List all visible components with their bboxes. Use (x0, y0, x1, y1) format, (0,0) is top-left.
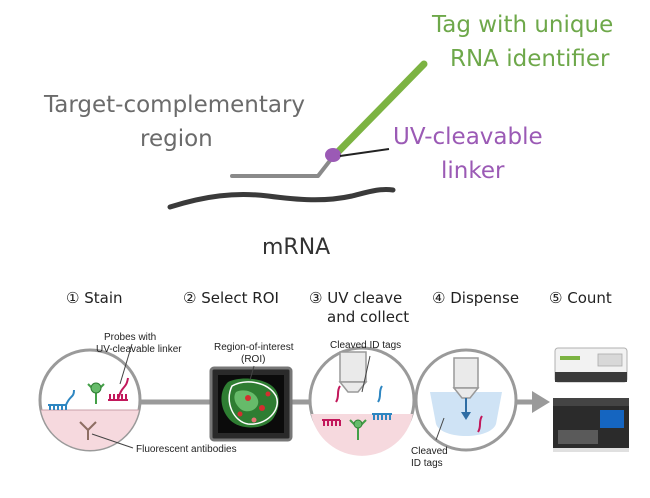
tag-label-line2: RNA identifier (450, 46, 610, 72)
tag-label-line1: Tag with unique (432, 12, 614, 38)
uv-cleave-illustration (308, 346, 416, 456)
step-stain: ① Stain (66, 289, 123, 307)
antibody-icon (87, 382, 105, 404)
antibodies-annotation: Fluorescent antibodies (136, 444, 237, 455)
uv-linker-node (325, 148, 341, 162)
cleaved-tags-annotation: Cleaved ID tags (330, 340, 402, 351)
instrument-bottom (553, 398, 629, 452)
step-select-roi: ② Select ROI (183, 289, 279, 307)
step-dispense: ④ Dispense (432, 289, 520, 307)
step-label: Stain (84, 289, 123, 307)
roi-outline (228, 381, 279, 425)
step-number: ② (183, 289, 197, 307)
cleaved-tag-blue (377, 385, 383, 403)
dispensed-tag (477, 415, 483, 433)
tag-stem (331, 60, 428, 159)
target-label-line1: Target-complementary (44, 92, 306, 118)
cleaved-tags-2-line2: ID tags (411, 458, 443, 469)
antibody-icon-3 (349, 419, 367, 440)
step-label: UV cleave (327, 289, 403, 307)
step-number: ③ (309, 289, 323, 307)
workflow-graphics (38, 343, 629, 456)
mrna-strand (167, 187, 396, 210)
cleaved-pointer-2 (435, 417, 445, 441)
probes-annotation-line2: UV-cleavable linker (96, 344, 182, 355)
cleaved-pointer (361, 355, 371, 393)
target-label-line2: region (140, 126, 213, 152)
roi-annotation-line2: (ROI) (241, 354, 266, 365)
step-uv-cleave-line2: and collect (327, 308, 410, 326)
probe-diagram (167, 60, 428, 210)
linker-label-line2: linker (441, 158, 505, 184)
step-number: ④ (432, 289, 446, 307)
linker-pointer (339, 148, 390, 157)
antibody-pointer (91, 433, 134, 449)
roi-illustration (209, 365, 293, 442)
cleaved-tag-pink (335, 385, 341, 403)
target-complementary-strand (230, 156, 334, 178)
step-uv-cleave: ③ UV cleave (309, 289, 403, 307)
count-instruments (553, 347, 629, 452)
roi-annotation-line1: Region-of-interest (214, 342, 294, 353)
cleaved-tags-2-line1: Cleaved (411, 446, 448, 457)
probes-annotation-line1: Probes with (104, 332, 157, 343)
dispense-tip (453, 357, 479, 389)
instrument-top (554, 347, 628, 383)
pink-probe (108, 377, 129, 401)
step-label: Count (567, 289, 612, 307)
step-label: Dispense (450, 289, 520, 307)
mrna-label: mRNA (262, 235, 331, 260)
tissue-region (41, 410, 139, 451)
step-number: ① (66, 289, 80, 307)
dispense-illustration (414, 348, 518, 452)
step-label: Select ROI (201, 289, 279, 307)
stain-illustration (38, 343, 142, 452)
step-count: ⑤ Count (549, 289, 612, 307)
step-number: ⑤ (549, 289, 563, 307)
collection-tip (339, 351, 367, 383)
remaining-probe-blue (372, 413, 392, 420)
blue-probe (48, 389, 75, 410)
roi-pointer (249, 365, 255, 381)
remaining-probe-pink (322, 419, 341, 426)
antibody-icon-2 (79, 421, 97, 440)
linker-label-line1: UV-cleavable (393, 124, 543, 150)
probe-pointer (119, 343, 133, 385)
flow-arrowhead (532, 391, 550, 413)
